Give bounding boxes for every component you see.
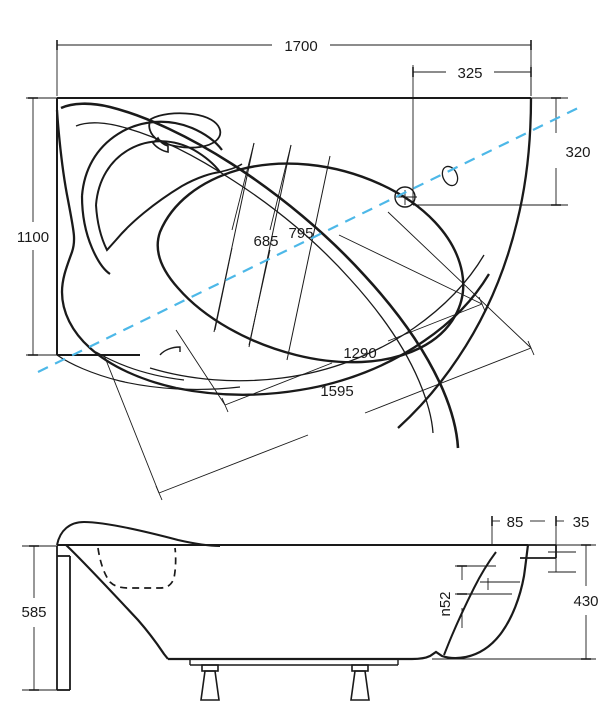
dim-1290-label: 1290 [343, 345, 376, 362]
section-view: 585 430 85 35 n52 [21, 514, 599, 701]
tub-bowl-step [159, 346, 181, 356]
section-right-flange [520, 544, 557, 559]
tub-left-wall [55, 109, 177, 390]
overflow-hole-icon [441, 165, 459, 187]
tub-inner-rim [75, 122, 434, 434]
dim-1700-label: 1700 [284, 38, 317, 55]
dim-430-label: 430 [573, 593, 598, 610]
dim-35-label: 35 [573, 514, 590, 531]
top-view: 1700 325 320 1100 685 795 1290 1595 [17, 38, 591, 501]
tub-backrest-tip [95, 171, 221, 252]
section-bottom [168, 544, 530, 661]
bowl-reference-lines [213, 142, 331, 361]
dim-795-label: 795 [288, 225, 313, 242]
dim-325-label: 325 [457, 65, 482, 82]
tub-armrest-pocket [148, 112, 222, 149]
section-headrest-dashed [97, 547, 177, 589]
tub-lower-left-boundary [56, 354, 241, 391]
dim-85-label: 85 [507, 514, 524, 531]
tub-armrest-notch [151, 136, 169, 153]
tub-outer-rim [60, 102, 460, 449]
dim-1595-label: 1595 [320, 383, 353, 400]
tub-right-sweep [397, 97, 533, 429]
section-support-panel [56, 546, 71, 691]
section-left-wall [65, 544, 169, 660]
section-right-inner-wall [443, 551, 497, 656]
tub-backrest-outer-lower [80, 195, 111, 275]
dim-585-label: 585 [21, 604, 46, 621]
section-leg-right [350, 664, 370, 701]
section-leg-left [200, 664, 220, 701]
dim-1100-label: 1100 [17, 229, 49, 246]
tub-bowl [156, 162, 465, 364]
tub-skirt-line [95, 351, 185, 381]
dim-320-label: 320 [565, 144, 590, 161]
dim-685-label: 685 [253, 233, 278, 250]
tub-backrest-inner [95, 140, 221, 206]
centerline-axis [37, 106, 581, 373]
tub-ridge [219, 163, 243, 173]
dim-n52-label: n52 [437, 591, 454, 616]
section-left-lip [56, 520, 221, 547]
